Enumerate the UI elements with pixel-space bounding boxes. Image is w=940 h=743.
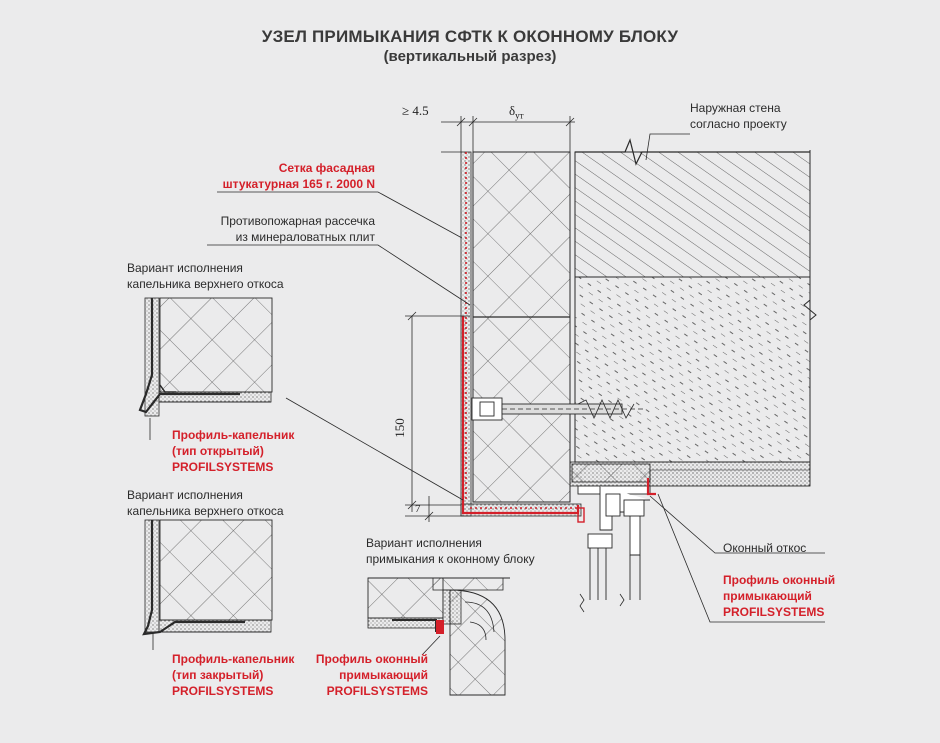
detail-drip-closed — [142, 519, 273, 636]
anchor-dowel — [471, 397, 645, 421]
page-subtitle: (вертикальный разрез) — [383, 48, 557, 65]
leader-lines — [149, 133, 825, 650]
page-title: УЗЕЛ ПРИМЫКАНИЯ СФТК К ОКОННОМУ БЛОКУ — [261, 27, 679, 46]
dimension-150 — [405, 311, 470, 522]
lintel-concrete — [574, 276, 811, 463]
label-drip-closed: Профиль-капельник(тип закрытый)PROFILSYS… — [172, 652, 295, 698]
label-window-slope: Оконный откос — [723, 541, 807, 555]
dim-delta: δут — [509, 103, 524, 121]
dimensions-top — [441, 116, 575, 153]
detail-drip-open — [138, 297, 273, 418]
window-profile-main — [646, 478, 656, 496]
dim-150: 150 — [391, 418, 407, 438]
outer-wall-masonry — [574, 151, 811, 278]
dim-ge45: ≥ 4.5 — [402, 103, 429, 118]
main-section — [149, 116, 825, 650]
insulation-upper — [472, 151, 571, 318]
window-frame — [577, 478, 656, 613]
dim-7: 7 — [415, 503, 421, 515]
label-drip-open: Профиль-капельник(тип открытый)PROFILSYS… — [172, 428, 295, 474]
detail-window-junction — [367, 577, 510, 696]
